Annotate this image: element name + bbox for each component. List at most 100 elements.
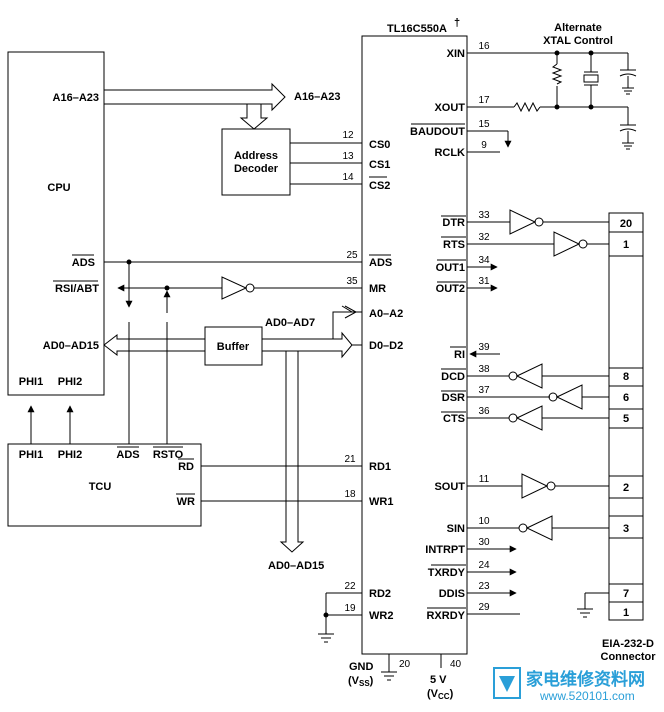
tcu-pin-ads: ADS <box>116 449 139 461</box>
watermark-logo-icon <box>493 667 521 699</box>
conn-pin-3: 3 <box>623 523 629 535</box>
pin-num-25: 25 <box>346 250 358 261</box>
watermark-logo-mark <box>499 676 515 692</box>
pin-num-34: 34 <box>478 255 490 266</box>
pin-num-38: 38 <box>478 364 490 375</box>
pin-num-24: 24 <box>478 560 490 571</box>
conn-pin-1a: 1 <box>623 239 629 251</box>
pin-cs0: CS0 <box>369 139 390 151</box>
pin-out2: OUT2 <box>436 283 465 295</box>
vss-label: (VSS) <box>348 675 374 688</box>
conn-pin-8: 8 <box>623 371 629 383</box>
cpu-pin-phi2: PHI2 <box>58 376 82 388</box>
cpu-pin-ads: ADS <box>72 257 95 269</box>
cpu-pin-a16: A16–A23 <box>53 92 99 104</box>
conn-pin-5: 5 <box>623 413 629 425</box>
pin-ri: RI <box>454 349 465 361</box>
pin-num-21: 21 <box>344 454 356 465</box>
gnd-label: GND <box>349 661 374 673</box>
pin-num-31: 31 <box>478 276 490 287</box>
pin-num-10: 10 <box>478 516 490 527</box>
connector-label-2: Connector <box>601 651 657 663</box>
conn-pin-7: 7 <box>623 588 629 600</box>
pin-baudout: BAUDOUT <box>410 126 465 138</box>
net-a16-label: A16–A23 <box>294 91 340 103</box>
pin-num-33: 33 <box>478 210 490 221</box>
pin-sin: SIN <box>447 523 465 535</box>
pin-txrdy: TXRDY <box>428 567 466 579</box>
conn-pin-20: 20 <box>620 218 632 230</box>
pin-xout: XOUT <box>434 102 465 114</box>
conn-pin-6: 6 <box>623 392 629 404</box>
connector-label-1: EIA-232-D <box>602 638 654 650</box>
pin-wr1: WR1 <box>369 496 393 508</box>
chip-title-dagger: † <box>454 17 460 29</box>
pin-cts: CTS <box>443 413 465 425</box>
gnd-pin-num: 20 <box>399 659 411 670</box>
conn-pin-1b: 1 <box>623 607 629 619</box>
pin-wr2: WR2 <box>369 610 393 622</box>
pin-mr: MR <box>369 283 386 295</box>
watermark-cn: 家电维修资料网 <box>526 669 645 689</box>
tcu-pin-phi2: PHI2 <box>58 449 82 461</box>
pin-num-22: 22 <box>344 581 356 592</box>
pin-num-32: 32 <box>478 232 490 243</box>
pin-num-17: 17 <box>478 95 490 106</box>
pin-num-13: 13 <box>342 151 354 162</box>
pin-num-16: 16 <box>478 41 490 52</box>
pin-rts: RTS <box>443 239 465 251</box>
pin-rxrdy: RXRDY <box>426 610 465 622</box>
pin-num-30: 30 <box>478 537 490 548</box>
vcc-pin-num: 40 <box>450 659 462 670</box>
watermark: 家电维修资料网 www.520101.com <box>493 667 645 703</box>
buffer-block <box>204 326 263 366</box>
cpu-pin-phi1: PHI1 <box>19 376 43 388</box>
decoder-label-1: Address <box>234 150 278 162</box>
xtal-label-2: XTAL Control <box>543 35 613 47</box>
vcc-label: (VCC) <box>427 688 454 701</box>
buffer-label: Buffer <box>217 341 250 353</box>
pin-cs1: CS1 <box>369 159 390 171</box>
pin-num-12: 12 <box>342 130 354 141</box>
pin-num-23: 23 <box>478 581 490 592</box>
pin-num-36: 36 <box>478 406 490 417</box>
net-ad015-label: AD0–AD15 <box>268 560 324 572</box>
pin-cs2: CS2 <box>369 180 390 192</box>
pin-ads: ADS <box>369 257 392 269</box>
pin-dtr: DTR <box>442 217 465 229</box>
pin-intrpt: INTRPT <box>425 544 465 556</box>
xtal-label-1: Alternate <box>554 22 602 34</box>
pin-sout: SOUT <box>434 481 465 493</box>
pin-num-18: 18 <box>344 489 356 500</box>
pin-rd1: RD1 <box>369 461 391 473</box>
pin-num-39: 39 <box>478 342 490 353</box>
pin-a0-a2: A0–A2 <box>369 308 403 320</box>
pin-num-35: 35 <box>346 276 358 287</box>
pin-dsr: DSR <box>442 392 465 404</box>
pin-xin: XIN <box>447 48 465 60</box>
pin-num-11: 11 <box>479 474 490 485</box>
cpu-block <box>7 51 105 396</box>
pin-num-37: 37 <box>478 385 490 396</box>
cpu-pin-rsi-abt: RSI/ABT <box>55 283 99 295</box>
cpu-title: CPU <box>47 182 70 194</box>
pin-out1: OUT1 <box>436 262 465 274</box>
pin-num-9: 9 <box>481 140 487 151</box>
chip-title: TL16C550A <box>387 23 447 35</box>
pin-rd2: RD2 <box>369 588 391 600</box>
tcu-block <box>7 443 202 527</box>
tcu-title: TCU <box>89 481 112 493</box>
tcu-pin-phi1: PHI1 <box>19 449 43 461</box>
tcu-pin-rd: RD <box>178 461 194 473</box>
watermark-url: www.520101.com <box>539 689 635 703</box>
tcu-pin-wr: WR <box>177 496 195 508</box>
vcc-volt-label: 5 V <box>430 674 447 686</box>
pin-num-15: 15 <box>478 119 490 130</box>
pin-rclk: RCLK <box>434 147 465 159</box>
pin-num-14: 14 <box>342 172 354 183</box>
pin-num-19: 19 <box>344 603 356 614</box>
connector-body <box>608 212 644 621</box>
address-decoder-block <box>221 128 291 196</box>
cpu-pin-ad015: AD0–AD15 <box>43 340 99 352</box>
